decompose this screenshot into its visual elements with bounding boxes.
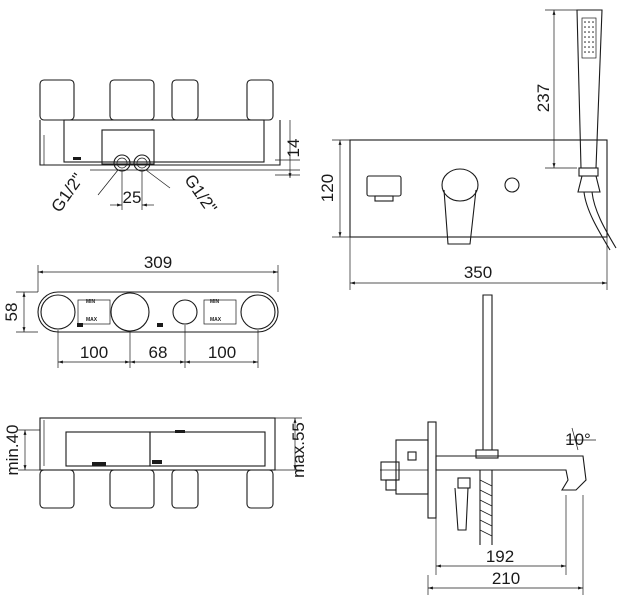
dim-58: 58: [2, 291, 38, 333]
dim-14-label: 14: [284, 139, 303, 158]
dim-309-label: 309: [144, 253, 172, 272]
body-front-view: MIN MAX MIN MAX: [37, 291, 279, 333]
label-max-left: MAX: [86, 317, 98, 323]
dim-350-label: 350: [464, 263, 492, 282]
thread-right-label: G1/2": [180, 171, 220, 217]
body-top-view: [39, 79, 300, 172]
label-max-right: MAX: [210, 317, 222, 323]
dim-192-label: 192: [486, 547, 514, 566]
dim-25-label: 25: [123, 188, 142, 207]
dim-237-label: 237: [534, 84, 553, 112]
dim-14: 14: [275, 120, 303, 178]
thread-left-label: G1/2": [47, 170, 87, 216]
dim-210-label: 210: [492, 569, 520, 588]
dim-25: 25: [110, 171, 154, 210]
hand-shower: [576, 9, 617, 251]
dim-max55-label: max.55: [289, 422, 308, 478]
dim-min40: min.40: [3, 424, 40, 476]
dim-68-label: 68: [149, 343, 168, 362]
dim-120-label: 120: [318, 174, 337, 202]
dim-100-right-label: 100: [208, 343, 236, 362]
label-min-left: MIN: [86, 299, 96, 305]
dim-192: 192: [435, 495, 567, 575]
dim-spacing: 100 68 100: [57, 325, 259, 368]
dim-58-label: 58: [2, 303, 21, 322]
dim-100-left-label: 100: [80, 343, 108, 362]
dim-309: 309: [37, 253, 279, 292]
dim-120: 120: [318, 139, 350, 238]
dim-min40-label: min.40: [3, 424, 22, 475]
dim-237: 237: [534, 9, 577, 169]
dim-angle10: 10°: [565, 427, 596, 451]
thread-right: G1/2": [145, 169, 221, 217]
dim-angle10-label: 10°: [565, 430, 591, 449]
dim-max55: max.55: [275, 417, 308, 478]
dim-350: 350: [349, 237, 608, 290]
front-view: [349, 139, 608, 245]
body-bottom-view: [39, 417, 276, 509]
side-view: [380, 294, 587, 545]
thread-left: G1/2": [47, 169, 119, 216]
dim-210: 210: [427, 495, 584, 595]
label-min-right: MIN: [210, 299, 220, 305]
